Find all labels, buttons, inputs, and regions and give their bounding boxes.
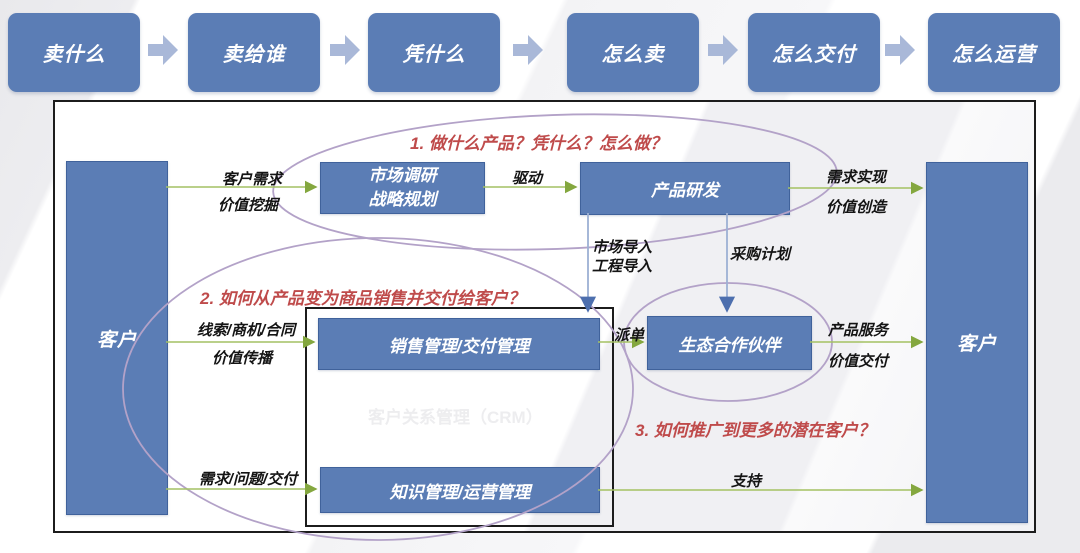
- question-1: 1. 做什么产品？凭什么？怎么做？: [410, 134, 667, 153]
- label-purchase-plan: 采购计划: [730, 246, 791, 263]
- node-eco-partners: 生态合作伙伴: [647, 316, 812, 370]
- flow-step-how-to-deliver: 怎么交付: [748, 13, 880, 92]
- node-market-research-line2: 战略规划: [368, 190, 437, 209]
- question-3: 3. 如何推广到更多的潜在客户？: [635, 421, 875, 440]
- node-market-research-line1: 市场调研: [368, 166, 437, 185]
- node-sales-delivery-mgmt: 销售管理/交付管理: [318, 318, 600, 370]
- label-market-import: 市场导入: [592, 239, 653, 256]
- label-value-deliver: 价值交付: [827, 353, 889, 370]
- label-customer-needs: 客户需求: [221, 171, 283, 188]
- label-support: 支持: [730, 473, 762, 490]
- node-knowledge-ops-mgmt: 知识管理/运营管理: [320, 467, 600, 513]
- label-dispatch: 派单: [614, 327, 645, 344]
- flow-step-what-to-sell: 卖什么: [8, 13, 140, 92]
- node-market-research: 市场调研 战略规划: [320, 162, 485, 214]
- label-value-mining: 价值挖掘: [217, 197, 279, 214]
- label-drive: 驱动: [511, 170, 543, 187]
- flow-arrow-icon: [885, 35, 915, 65]
- label-needs-realize: 需求实现: [825, 169, 887, 186]
- flow-step-how-to-operate: 怎么运营: [928, 13, 1060, 92]
- flow-arrow-icon: [513, 35, 543, 65]
- label-leads-contract: 线索/商机/合同: [196, 322, 296, 339]
- label-value-create: 价值创造: [825, 199, 887, 216]
- flow-arrow-icon: [148, 35, 178, 65]
- flow-step-why-you: 凭什么: [368, 13, 500, 92]
- flow-arrow-icon: [330, 35, 360, 65]
- question-2: 2. 如何从产品变为商品销售并交付给客户？: [200, 289, 525, 308]
- flow-step-how-to-sell: 怎么卖: [567, 13, 699, 92]
- node-product-rnd: 产品研发: [580, 162, 790, 215]
- node-customer-left: 客户: [66, 161, 168, 515]
- label-value-spread: 价值传播: [211, 350, 273, 367]
- flow-arrow-icon: [708, 35, 738, 65]
- node-customer-right: 客户: [926, 162, 1028, 523]
- crm-watermark: 客户关系管理（CRM）: [368, 408, 543, 427]
- label-product-service: 产品服务: [827, 322, 889, 339]
- label-engineering-import: 工程导入: [592, 258, 653, 275]
- flow-step-sell-to-whom: 卖给谁: [188, 13, 320, 92]
- label-needs-issues: 需求/问题/交付: [198, 471, 298, 488]
